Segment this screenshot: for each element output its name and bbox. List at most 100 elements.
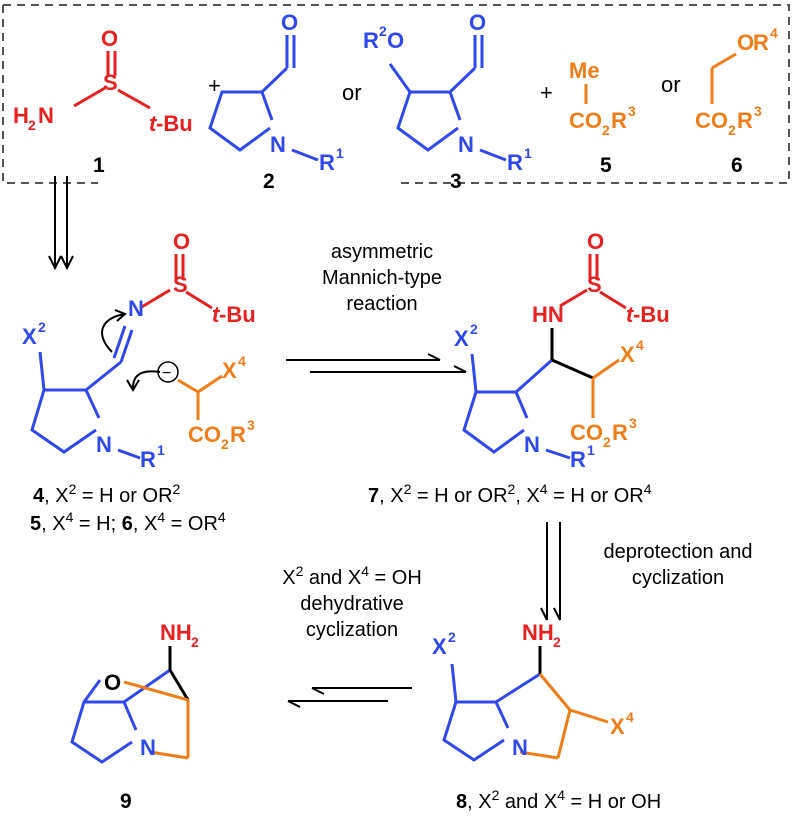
superscript: 4 xyxy=(626,709,634,725)
bond xyxy=(450,663,458,703)
bond xyxy=(479,148,507,162)
condition-line: dehydrative xyxy=(300,593,403,615)
atom-s: S xyxy=(587,272,602,297)
amine-nh: NH xyxy=(522,620,554,645)
atom-o: O xyxy=(587,229,604,254)
atom-o: O xyxy=(173,229,190,254)
atom-o-bridge: O xyxy=(104,670,121,695)
atom-x: X xyxy=(22,324,37,349)
superscript: 1 xyxy=(524,145,532,161)
arrow-head xyxy=(540,607,548,621)
bond xyxy=(545,448,571,460)
subscript: 2 xyxy=(553,634,561,650)
dehydration-arrow xyxy=(287,687,412,708)
atom-r: R xyxy=(319,150,335,175)
atom-n-ring: N xyxy=(96,432,112,457)
bond xyxy=(559,288,588,308)
ester-r: R xyxy=(611,108,627,133)
atom-n-ring: N xyxy=(512,735,528,760)
superscript: 1 xyxy=(336,145,344,161)
arrow-head xyxy=(126,379,140,392)
bond xyxy=(448,91,462,121)
bond xyxy=(168,669,190,701)
methyl: Me xyxy=(569,58,600,83)
bond xyxy=(494,701,510,729)
atom-o: O xyxy=(281,10,298,35)
compound-9-structure xyxy=(70,668,171,764)
bond xyxy=(123,680,189,702)
compound-2-number: 2 xyxy=(263,170,275,193)
compound-7-backbone xyxy=(550,328,594,380)
bond xyxy=(119,329,134,363)
compound-5-number: 5 xyxy=(600,154,612,177)
or-text: or xyxy=(342,80,362,105)
bond xyxy=(185,290,213,310)
bond xyxy=(569,708,609,724)
ring xyxy=(396,90,459,152)
bond xyxy=(139,288,171,310)
bond xyxy=(84,389,101,419)
arrow-head xyxy=(114,309,127,322)
compound-8-orange-ring xyxy=(519,673,609,760)
bond xyxy=(117,88,151,110)
bond xyxy=(260,91,274,121)
bond xyxy=(197,374,223,394)
atom-x: X xyxy=(610,714,625,739)
mannich-conditions: asymmetric Mannich-type reaction xyxy=(322,241,442,315)
subscript: 2 xyxy=(603,434,611,450)
mannich-arrow xyxy=(286,353,467,373)
compound-2-labels: O N R 1 xyxy=(270,10,344,175)
compound-6-structure xyxy=(710,52,737,104)
caption-compound-8: 8, X2 and X4 = H or OH xyxy=(456,787,661,813)
bond xyxy=(515,358,553,394)
compound-9-backbone xyxy=(168,646,190,701)
curved-arrows xyxy=(101,309,161,392)
ring xyxy=(462,390,525,454)
bond xyxy=(388,63,412,93)
superscript: 3 xyxy=(629,415,637,431)
dehydration-conditions: X2 and X4 = OH dehydrative cyclization xyxy=(282,563,422,641)
bond xyxy=(599,290,627,310)
compound-6-number: 6 xyxy=(731,154,743,177)
compound-4-labels: O S N t -Bu X 2 N R 1 X 4 CO 2 R 3 xyxy=(22,229,256,472)
compound-1-number: 1 xyxy=(93,154,105,177)
atom-x: X xyxy=(222,358,237,383)
arrow-head xyxy=(287,700,301,708)
tbu-rest: -Bu xyxy=(219,302,256,327)
caption-compound-7: 7, X2 = H or OR2, X4 = H or OR4 xyxy=(368,481,652,507)
bond xyxy=(177,378,199,394)
compound-6-labels: O R 4 CO 2 R 3 xyxy=(695,25,778,138)
atom-x: X xyxy=(620,342,635,367)
bond xyxy=(448,66,477,94)
bond xyxy=(112,325,127,359)
superscript: 3 xyxy=(754,103,762,119)
superscript: 1 xyxy=(157,442,165,458)
bond xyxy=(117,448,141,460)
ester-r: R xyxy=(230,422,246,447)
arrow-head xyxy=(48,255,62,271)
subscript: 2 xyxy=(191,634,199,650)
compound-7-structure xyxy=(462,353,571,460)
bond xyxy=(556,709,572,759)
atom-o: O xyxy=(101,26,118,51)
curved-arrow xyxy=(131,370,161,391)
arrow-head xyxy=(427,353,441,361)
deprotection-conditions: deprotection and cyclization xyxy=(603,541,752,589)
bond xyxy=(123,668,171,704)
subscript: 2 xyxy=(28,117,36,133)
caption-compound-4: 4, X2 = H or OR2 xyxy=(33,481,181,507)
compound-5-labels: Me CO 2 R 3 xyxy=(569,58,636,138)
compound-7-sulfinyl xyxy=(559,254,627,310)
atom-n: N xyxy=(128,296,144,321)
curved-arrow xyxy=(101,313,126,353)
bond xyxy=(291,148,319,162)
superscript: 4 xyxy=(238,353,246,369)
atom-o: O xyxy=(387,28,404,53)
ester-co: CO xyxy=(569,108,602,133)
atom-x: X xyxy=(432,634,447,659)
condition-line: asymmetric xyxy=(331,241,433,263)
compound-3-labels: R 2 O O N R 1 xyxy=(363,10,532,175)
tbu-rest: -Bu xyxy=(633,302,670,327)
bond xyxy=(85,360,122,392)
